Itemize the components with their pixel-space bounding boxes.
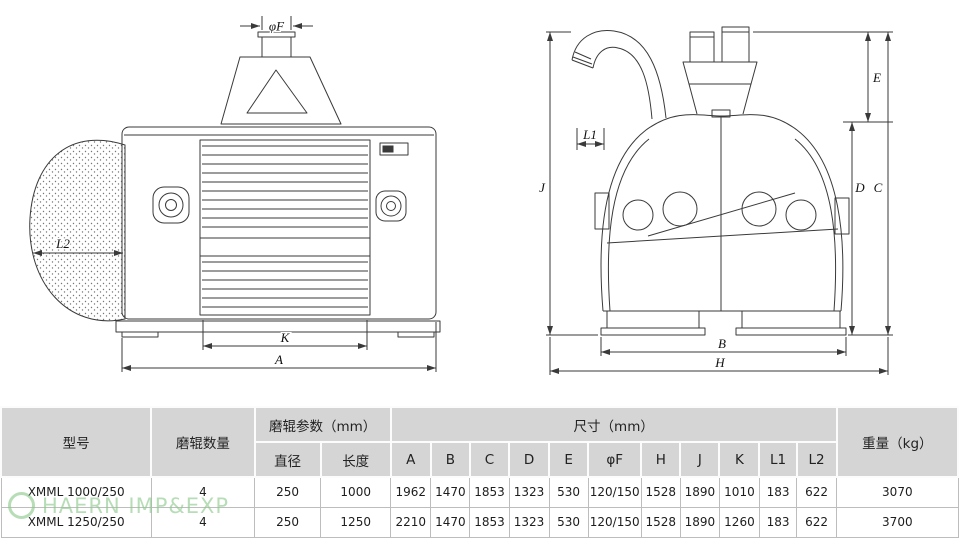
machine-base xyxy=(115,320,441,333)
table-cell: 1260 xyxy=(718,506,760,538)
header-weight: 重量（kg） xyxy=(835,406,959,478)
header-roller-params: 磨辊参数（mm） xyxy=(253,406,392,443)
table-cell: 530 xyxy=(548,476,589,508)
header-dim-H: H xyxy=(640,441,682,478)
table-cell: 530 xyxy=(548,506,589,538)
front-right-foot xyxy=(741,310,841,329)
header-dim-A: A xyxy=(389,441,432,478)
dim-label-phiF: φF xyxy=(269,19,285,34)
dim-label-A: A xyxy=(274,352,283,367)
table-cell: 183 xyxy=(758,506,798,538)
dim-label-H: H xyxy=(714,355,725,370)
brand-plate xyxy=(379,142,409,156)
inlet-flange xyxy=(257,31,296,38)
header-dim-phiF: φF xyxy=(587,441,643,478)
machine-dome xyxy=(600,114,844,312)
table-cell: 1962 xyxy=(390,476,432,508)
roller-circle-3 xyxy=(741,191,777,227)
exhaust-duct xyxy=(571,29,667,119)
header-model: 型号 xyxy=(0,406,153,478)
top-cap xyxy=(711,109,731,118)
table-cell: 3070 xyxy=(836,476,959,508)
header-dim-K: K xyxy=(718,441,761,478)
dust-bag xyxy=(29,139,126,322)
left-sight-port xyxy=(158,192,184,218)
spec-table: 型号 磨辊数量 磨辊参数（mm） 尺寸（mm） 重量（kg） 直径 长度 A B… xyxy=(0,406,959,538)
table-cell: 4 xyxy=(150,506,256,538)
side-view-drawing: φF L2 K A xyxy=(29,16,441,372)
header-diameter: 直径 xyxy=(253,441,322,478)
dim-label-C: C xyxy=(874,180,883,195)
table-cell: 4 xyxy=(150,476,256,508)
table-row: XMML 1250/250 4 250 1250 2210 1470 1853 … xyxy=(0,506,959,538)
roller-circle-1 xyxy=(622,199,654,231)
table-cell: XMML 1000/250 xyxy=(0,476,152,508)
brand-logo-icon xyxy=(382,145,394,153)
technical-drawing: φF L2 K A xyxy=(29,16,893,375)
table-cell: 250 xyxy=(253,476,322,508)
table-cell: XMML 1250/250 xyxy=(0,506,152,538)
table-cell: 1010 xyxy=(718,476,760,508)
left-bracket xyxy=(594,192,610,230)
dim-label-J: J xyxy=(539,180,546,195)
table-cell: 3700 xyxy=(836,506,959,538)
table-cell: 1323 xyxy=(508,506,550,538)
table-cell: 1470 xyxy=(430,506,471,538)
header-dim-C: C xyxy=(468,441,511,478)
right-sight-port xyxy=(380,195,402,217)
table-cell: 622 xyxy=(796,506,838,538)
table-cell: 1528 xyxy=(640,476,681,508)
roller-slats-lower xyxy=(202,261,368,308)
table-cell: 1470 xyxy=(430,476,471,508)
table-cell: 1890 xyxy=(679,506,720,538)
header-dimensions: 尺寸（mm） xyxy=(389,406,838,443)
dim-label-D: D xyxy=(854,180,865,195)
roller-circle-2 xyxy=(662,191,698,227)
table-header-row-1: 型号 磨辊数量 磨辊参数（mm） 尺寸（mm） 重量（kg） xyxy=(0,406,959,478)
table-cell: 1890 xyxy=(679,476,720,508)
table-cell: 2210 xyxy=(390,506,432,538)
table-cell: 1000 xyxy=(320,476,392,508)
table-cell: 1323 xyxy=(508,476,550,508)
table-cell: 120/150 xyxy=(587,476,642,508)
machine-body xyxy=(121,126,437,320)
roller-slats-upper xyxy=(202,145,368,228)
table-cell: 183 xyxy=(758,476,798,508)
front-view-drawing: J L1 E D C B H xyxy=(538,26,893,375)
inlet-pipe xyxy=(261,37,292,57)
dim-label-K: K xyxy=(280,330,291,345)
header-dim-L2: L2 xyxy=(795,441,838,478)
table-header-row-2: 直径 长度 A B C D E φF H J K L1 L2 xyxy=(1,441,958,478)
dim-label-L1: L1 xyxy=(582,127,597,142)
header-dim-D: D xyxy=(507,441,551,478)
table-cell: 1853 xyxy=(469,506,510,538)
hopper-window xyxy=(246,69,308,114)
left-foot xyxy=(121,331,159,338)
table-cell: 1528 xyxy=(640,506,681,538)
header-dim-L1: L1 xyxy=(758,441,798,478)
header-roller-count: 磨辊数量 xyxy=(150,406,256,478)
dim-label-L2: L2 xyxy=(55,236,70,251)
table-cell: 250 xyxy=(253,506,322,538)
table-row: XMML 1000/250 4 250 1000 1962 1470 1853 … xyxy=(0,476,959,508)
table-cell: 622 xyxy=(796,476,838,508)
header-length: 长度 xyxy=(319,441,392,478)
dim-label-B: B xyxy=(718,336,726,351)
table-cell: 1250 xyxy=(320,506,392,538)
dim-label-E: E xyxy=(872,70,881,85)
inlet-collar xyxy=(682,61,758,85)
right-foot xyxy=(397,331,435,338)
header-dim-B: B xyxy=(429,441,471,478)
table-cell: 1853 xyxy=(469,476,510,508)
table-cell: 120/150 xyxy=(587,506,642,538)
front-left-foot xyxy=(606,310,700,329)
hopper xyxy=(220,56,342,125)
header-dim-J: J xyxy=(679,441,721,478)
roller-circle-4 xyxy=(785,199,817,231)
roller-housing xyxy=(199,139,371,316)
header-dim-E: E xyxy=(548,441,590,478)
